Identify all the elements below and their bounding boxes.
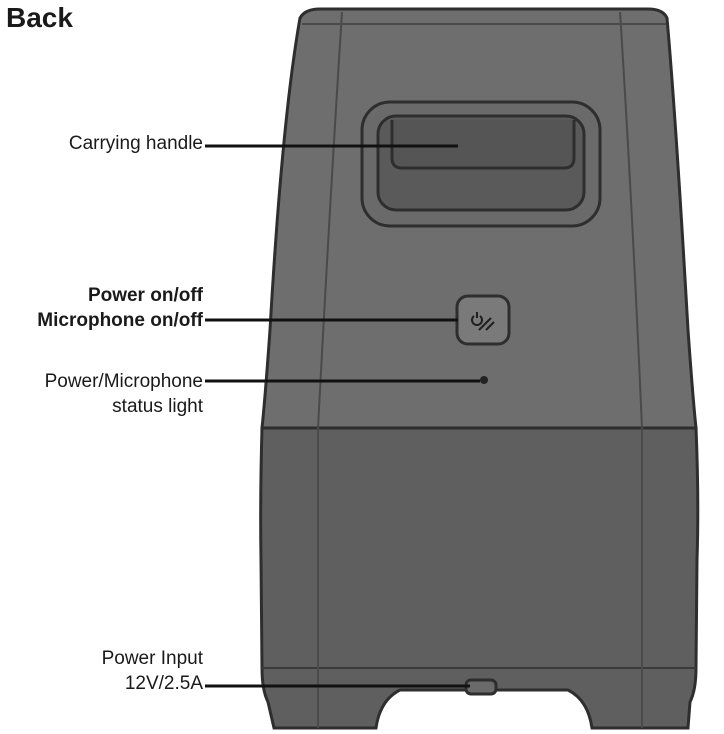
seam-right [619,11,643,728]
label-microphone-on-off: Microphone on/off [37,310,203,331]
label-power-input-line2: 12V/2.5A [124,673,203,694]
label-status-light-line1: Power/Microphone [44,371,203,392]
power-input-port [464,678,498,696]
label-status-light-line2: status light [112,396,203,417]
seam-left [317,11,343,728]
power-mic-icon [471,312,495,331]
status-light [480,376,488,384]
page-title: Back [6,2,73,33]
handle-recess [390,120,576,170]
label-power-input-line1: Power Input [101,648,203,669]
label-power-on-off: Power on/off [87,285,203,306]
device-base [259,426,700,730]
label-carrying-handle: Carrying handle [68,133,203,154]
